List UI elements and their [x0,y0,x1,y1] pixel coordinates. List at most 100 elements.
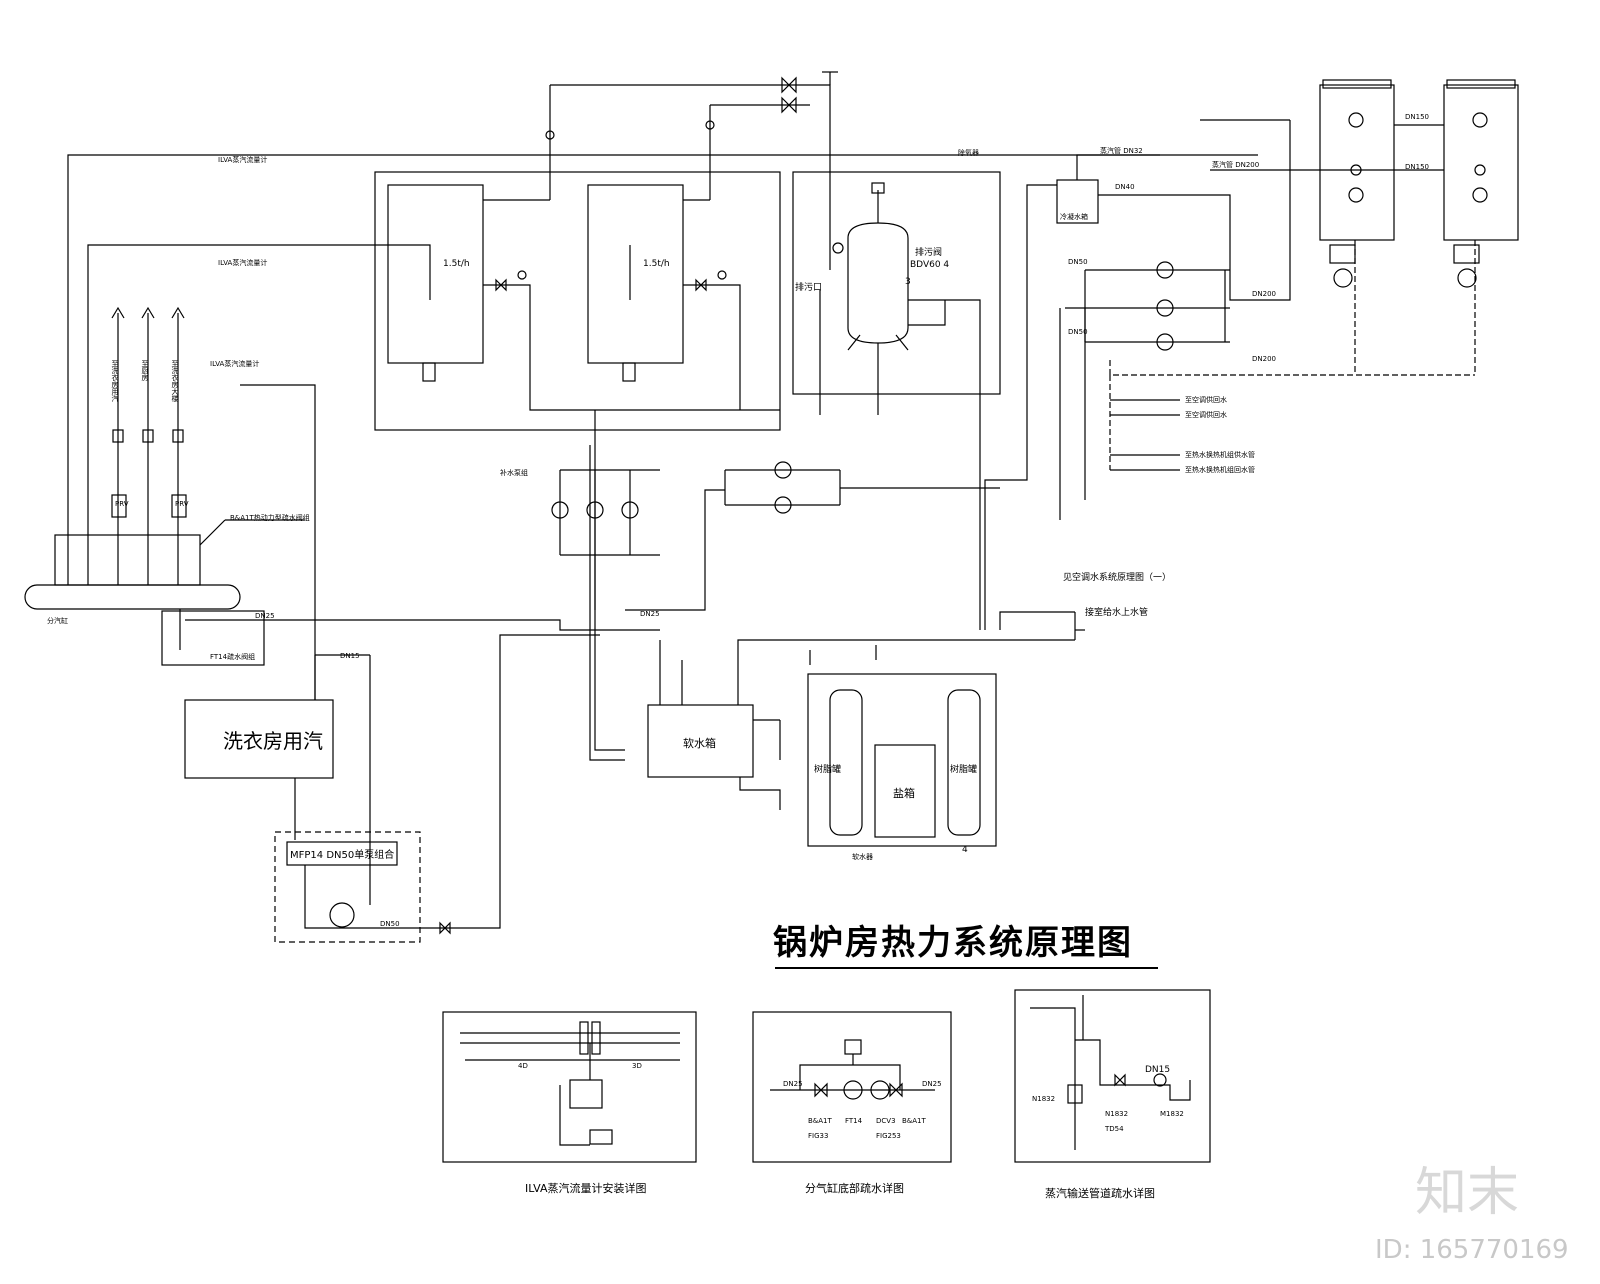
pipe-segment [1030,1007,1076,1150]
branch-label-2: 至厨房 [141,360,149,381]
detail-1-label: 4D [518,1062,528,1070]
pipe-segment [625,489,725,611]
resin-tank-label-2: 树脂罐 [950,765,978,775]
dn-label: DN150 [1405,113,1429,121]
right-outlet-4: 至热水换热机组回水管 [1185,466,1255,474]
sub-caption-c: 除氧器 [958,149,979,157]
pipe-segment [1067,1084,1083,1104]
pipe-segment [240,384,316,700]
trap-assembly-box [161,610,265,666]
dn-label: DN200 [1252,290,1276,298]
pump-1 [1156,261,1174,279]
pipe-segment [171,306,185,319]
pipe-segment [579,1021,589,1055]
pipe-segment [1453,244,1480,264]
dn-label: DN200 [1252,355,1276,363]
pipe-segment [999,611,1075,630]
top-riser [550,84,831,270]
boiler-capacity-1: 1.5t/h [443,259,470,269]
dn-label: DN150 [1405,163,1429,171]
detail-2-label: FIG33 [808,1132,829,1140]
salt-tank-label: 盐箱 [893,787,915,800]
pipe-segment [171,494,187,518]
detail-box-2 [752,1011,952,1163]
pipe-segment [1076,154,1160,180]
check-valve-top-1 [781,76,797,94]
pipe-segment [1153,1073,1167,1087]
detail-3-label: N1832 [1105,1110,1129,1118]
pipe-segment [1472,187,1488,203]
detail-box-1 [442,1011,697,1163]
pipe-segment [1348,187,1364,203]
pipe-segment [1114,1073,1126,1087]
pipe-segment [304,634,600,929]
pipe-segment [495,278,507,292]
detail-2-label: FT14 [845,1117,863,1125]
resin-tank-2 [947,689,981,836]
header-valve-frame [54,534,201,586]
sub-caption-b: 软水器 [852,853,873,861]
header-name: 分汽缸 [47,617,68,625]
softener-enclosure [807,673,997,847]
see-reference: 见空调水系统原理图（一） [1063,573,1172,583]
detail-2-label: DN25 [783,1080,803,1088]
pipe-segment [717,270,727,280]
pipe-segment [142,429,154,443]
detail-3-label: M1832 [1160,1110,1184,1118]
pipe-segment [199,519,226,546]
pipe-segment [1109,360,1475,376]
pipe-segment [591,1021,601,1055]
branch-label-1: 至洗衣房用汽 [111,360,119,402]
pipe-segment [984,184,1057,630]
pipe-segment [1075,1039,1191,1101]
pipe-segment [1348,112,1364,128]
pipe-segment [695,278,707,292]
valve-circle-1 [545,130,555,140]
pipe-segment [847,334,861,351]
pipe-segment [739,777,781,810]
dn-label: DN50 [380,920,400,928]
pipe-segment [1098,120,1291,301]
pipe-segment [870,1080,890,1100]
pipe-segment [111,306,125,319]
check-valve-top-2 [781,96,797,114]
pipe-segment [1446,79,1516,89]
soft-water-tank-label: 软水箱 [683,737,716,750]
dn-label: DN50 [1068,328,1088,336]
drawing-title: 锅炉房热力系统原理图 [773,923,1133,963]
meter-label-1: ILVA蒸汽流量计 [218,156,268,164]
pipe-segment [889,1082,903,1098]
detail-3-label: TD54 [1105,1125,1124,1133]
right-outlet-3: 至热水换热机组供水管 [1185,451,1255,459]
branch-label-3: 至洗衣房大楼 [171,360,179,402]
dn-label: DN15 [340,652,360,660]
pipe-segment [908,300,946,326]
tank-label: 冷凝水箱 [1060,213,1088,221]
dn-label: DN50 [1068,258,1088,266]
resin-tank-1 [829,689,863,836]
detail-2-label: B&A1T [902,1117,926,1125]
pipe-segment [871,182,885,194]
sub-caption-a: 补水泵组 [500,469,528,477]
pipe-segment [774,496,792,514]
watermark-id: ID: 165770169 [1375,1235,1569,1265]
pipe-segment [111,494,127,518]
right-outlet-1: 至空调供回水 [1185,396,1227,404]
boiler-enclosure [374,171,781,431]
meter-label-3: ILVA蒸汽流量计 [210,360,260,368]
pipe-segment [589,1129,613,1145]
dn-label: DN25 [255,612,275,620]
pipe-segment [1474,164,1486,176]
boiler-capacity-2: 1.5t/h [643,259,670,269]
steam-line-1 [67,154,1258,560]
pipe-segment [832,242,844,254]
pipe-segment [1472,112,1488,128]
boiler-1-body [387,184,484,364]
pipe-segment [589,445,625,761]
blowdown-valve-label: 排污阀 [915,248,943,258]
pipe-segment [774,461,792,479]
softener-number: 4 [962,845,968,855]
laundry-steam-label: 洗衣房用汽 [223,729,323,753]
pipe-segment [737,639,1075,705]
